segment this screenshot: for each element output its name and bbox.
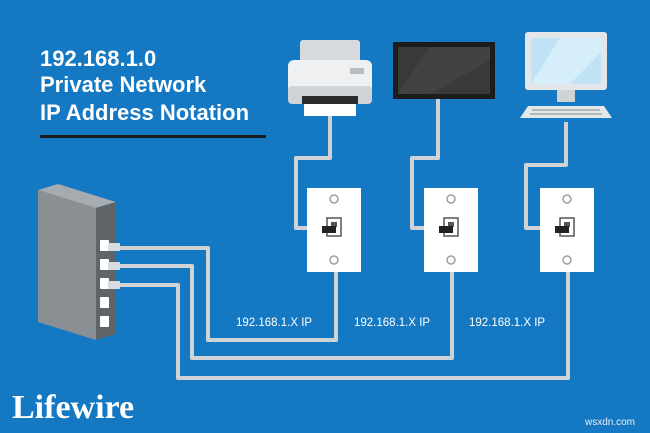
ip-label-2: 192.168.1.X IP — [354, 317, 430, 329]
title-line-1: 192.168.1.0 — [40, 46, 156, 71]
router-cable-3 — [118, 272, 570, 380]
router-cable-1 — [118, 246, 338, 342]
router-cable-2 — [118, 264, 454, 360]
title-line-3: IP Address Notation — [40, 100, 249, 125]
wall-plug-3 — [555, 226, 569, 233]
printer-icon — [288, 40, 372, 116]
monitor-cable — [524, 122, 568, 230]
ip-label-1: 192.168.1.X IP — [236, 317, 312, 329]
wall-plate-2 — [424, 188, 478, 272]
router-ports — [100, 240, 109, 327]
wall-plug-1 — [322, 226, 336, 233]
desktop-monitor-icon — [520, 32, 612, 118]
router-icon — [38, 184, 120, 340]
title-line-2: Private Network — [40, 72, 207, 97]
printer-cable — [294, 112, 332, 230]
wall-plate-1 — [307, 188, 361, 272]
tv-cable — [410, 98, 440, 230]
wall-plug-2 — [439, 226, 453, 233]
device-cables — [294, 98, 568, 230]
router-cables — [118, 246, 570, 380]
ip-label-3: 192.168.1.X IP — [469, 317, 545, 329]
tv-icon — [393, 42, 495, 99]
title-underline — [40, 135, 266, 138]
watermark-text: wsxdn.com — [584, 417, 635, 428]
brand-logo: Lifewire — [12, 389, 134, 426]
wall-plate-3 — [540, 188, 594, 272]
